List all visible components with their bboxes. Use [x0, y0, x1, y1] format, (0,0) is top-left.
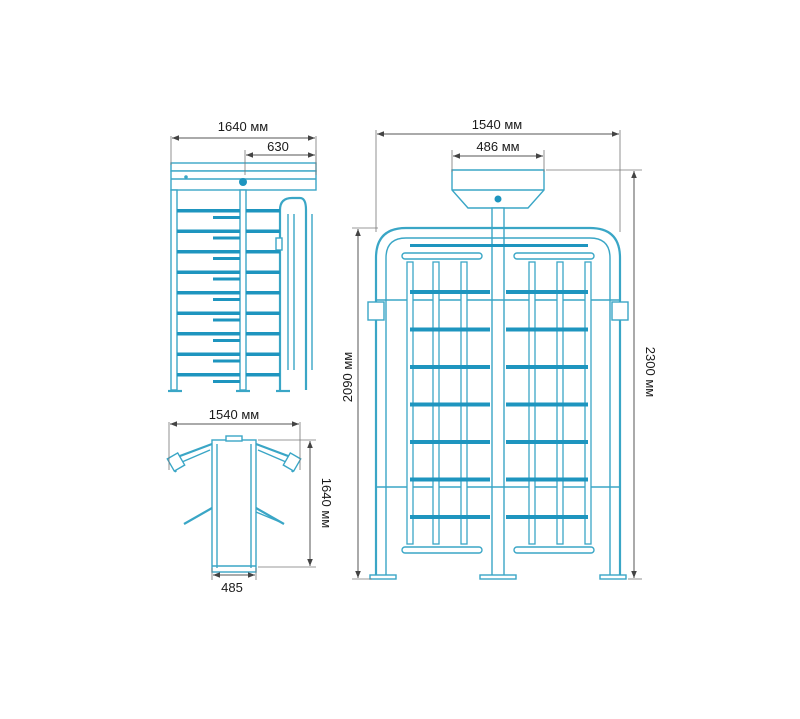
front-bar-right: [506, 290, 588, 294]
side-view-dimensions: 1640 мм 630: [170, 119, 317, 175]
front-bar-left: [410, 290, 490, 294]
side-bar-left-short: [213, 359, 240, 363]
front-bar-left: [410, 402, 490, 407]
front-bar-right: [506, 327, 588, 332]
front-bar-right: [506, 515, 588, 519]
side-bar-right: [246, 250, 280, 254]
front-bar-right: [506, 440, 588, 444]
side-bar-left-short: [213, 339, 240, 342]
plan-rotor-arm-left: [183, 507, 213, 525]
plan-depth-label: 1640 мм: [319, 478, 334, 528]
side-bar-left-short: [213, 216, 240, 219]
side-bar-right: [246, 352, 280, 356]
front-bar-left: [410, 515, 490, 519]
side-bar-left: [177, 229, 240, 233]
front-head-width-label: 486 мм: [476, 139, 519, 154]
front-overall-width-label: 1540 мм: [472, 117, 522, 132]
side-inner-width-label: 630: [267, 139, 289, 154]
side-canopy-top: [170, 162, 317, 172]
front-base-left: [369, 574, 397, 580]
front-outer-frame: [374, 226, 622, 576]
side-bar-left: [177, 250, 240, 254]
side-bar-left: [177, 373, 240, 377]
side-bar-right: [246, 291, 280, 295]
front-view: [367, 169, 629, 580]
front-center-post: [491, 207, 505, 577]
front-bar-left: [410, 440, 490, 444]
plan-view: [166, 435, 302, 573]
front-bar-right: [506, 365, 588, 369]
front-bar-right: [506, 402, 588, 407]
side-center-post: [239, 189, 247, 391]
plan-width-label: 1540 мм: [209, 407, 259, 422]
side-bar-left: [177, 311, 240, 315]
side-bar-right: [246, 270, 280, 274]
side-view: [168, 162, 317, 393]
front-base-right: [599, 574, 627, 580]
side-bar-right: [246, 229, 280, 233]
plan-center-housing: [211, 439, 257, 573]
plan-right-reader-icon: [282, 451, 302, 473]
front-bar-left: [410, 477, 490, 482]
front-total-height-label: 2300 мм: [643, 347, 658, 397]
side-bar-left: [177, 332, 240, 336]
side-right-frame: [278, 196, 308, 390]
front-bar-right: [506, 477, 588, 482]
front-bar-left: [410, 365, 490, 369]
side-bars: [177, 209, 280, 383]
side-bar-left-short: [213, 257, 240, 260]
side-bar-left-short: [213, 277, 240, 281]
front-bars: [410, 290, 588, 519]
side-bar-left-short: [213, 318, 240, 322]
plan-left-reader-icon: [166, 451, 186, 473]
side-bar-left-short: [213, 236, 240, 240]
side-bar-left: [177, 352, 240, 356]
side-bar-right: [246, 373, 280, 377]
side-overall-width-label: 1640 мм: [218, 119, 268, 134]
front-bar-left: [410, 327, 490, 332]
side-bar-right: [246, 209, 280, 213]
side-bar-left-short: [213, 380, 240, 383]
side-bar-left-short: [213, 298, 240, 301]
side-bar-right: [246, 311, 280, 315]
side-sensor-icon: [239, 178, 247, 186]
side-left-post: [170, 189, 178, 391]
side-card-reader-icon: [275, 237, 283, 251]
front-right-reader-icon: [611, 301, 629, 321]
side-bar-left: [177, 291, 240, 295]
plan-view-dimensions: 1540 мм 1640 мм 485: [168, 407, 334, 595]
front-left-reader-icon: [367, 301, 385, 321]
front-head-indicator-icon: [494, 195, 502, 203]
side-bar-left: [177, 209, 240, 213]
front-base-center: [479, 574, 517, 580]
side-bar-right: [246, 332, 280, 336]
side-bar-left: [177, 270, 240, 274]
front-frame-height-label: 2090 мм: [340, 352, 355, 402]
front-view-dimensions: 1540 мм 486 мм 2300 мм 2090 мм: [340, 117, 658, 580]
plan-post-width-label: 485: [221, 580, 243, 595]
